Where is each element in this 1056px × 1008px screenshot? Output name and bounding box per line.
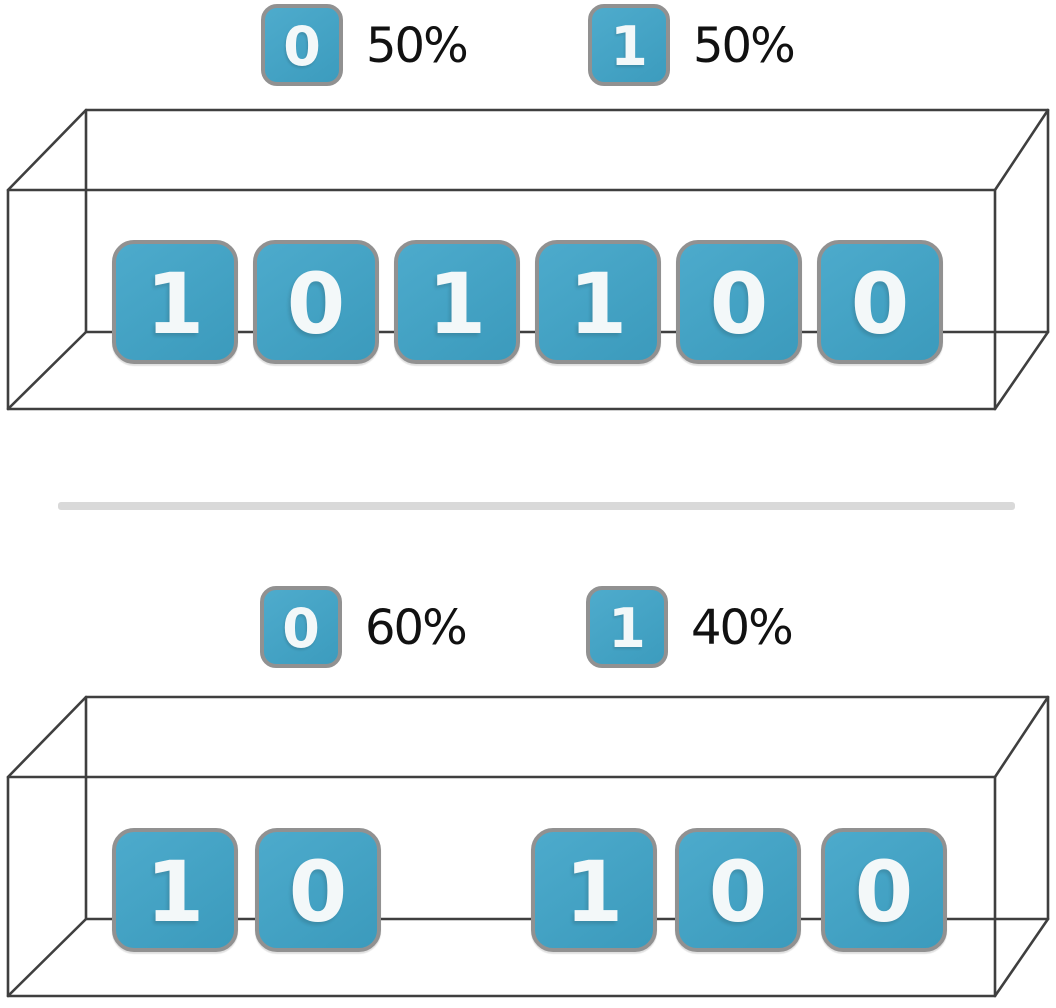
legend-share-label: 50%: [693, 18, 796, 74]
bit-tile: 0: [253, 240, 379, 364]
legend-share-label: 40%: [691, 600, 794, 656]
tile-digit: 0: [850, 255, 910, 353]
tile-digit: 0: [286, 255, 346, 353]
bottom-legend-item-0: 0 60%: [260, 585, 468, 669]
tile-digit: 0: [288, 843, 348, 941]
tile-digit: 1: [145, 255, 205, 353]
legend-chip-0: 0: [260, 586, 342, 668]
legend-chip-1: 1: [588, 4, 670, 86]
bit-tile: 0: [676, 240, 802, 364]
tile-digit: 1: [568, 255, 628, 353]
legend-chip-1: 1: [586, 586, 668, 668]
bit-tile: 0: [817, 240, 943, 364]
legend-chip-digit: 1: [608, 596, 646, 660]
tile-digit: 0: [854, 843, 914, 941]
bit-tile: 0: [821, 828, 947, 952]
legend-chip-digit: 0: [283, 14, 321, 78]
top-legend-item-0: 0 50%: [261, 3, 469, 87]
top-box-wireframe: [6, 108, 1050, 411]
bit-tile: 1: [535, 240, 661, 364]
bit-tile: 1: [112, 828, 238, 952]
bit-tile: 1: [531, 828, 657, 952]
bit-tile: 0: [675, 828, 801, 952]
tile-digit: 1: [427, 255, 487, 353]
tile-digit: 0: [709, 255, 769, 353]
bit-tile: 1: [394, 240, 520, 364]
tile-digit: 1: [564, 843, 624, 941]
bottom-box-wireframe: [6, 695, 1050, 998]
tile-digit: 0: [708, 843, 768, 941]
legend-chip-digit: 1: [610, 14, 648, 78]
legend-chip-digit: 0: [282, 596, 320, 660]
tile-digit: 1: [145, 843, 205, 941]
bit-tile: 0: [255, 828, 381, 952]
bottom-legend-item-1: 1 40%: [586, 585, 794, 669]
legend-chip-0: 0: [261, 4, 343, 86]
section-divider: [58, 502, 1015, 510]
top-legend-item-1: 1 50%: [588, 3, 796, 87]
legend-share-label: 50%: [366, 18, 469, 74]
legend-share-label: 60%: [365, 600, 468, 656]
bit-tile: 1: [112, 240, 238, 364]
